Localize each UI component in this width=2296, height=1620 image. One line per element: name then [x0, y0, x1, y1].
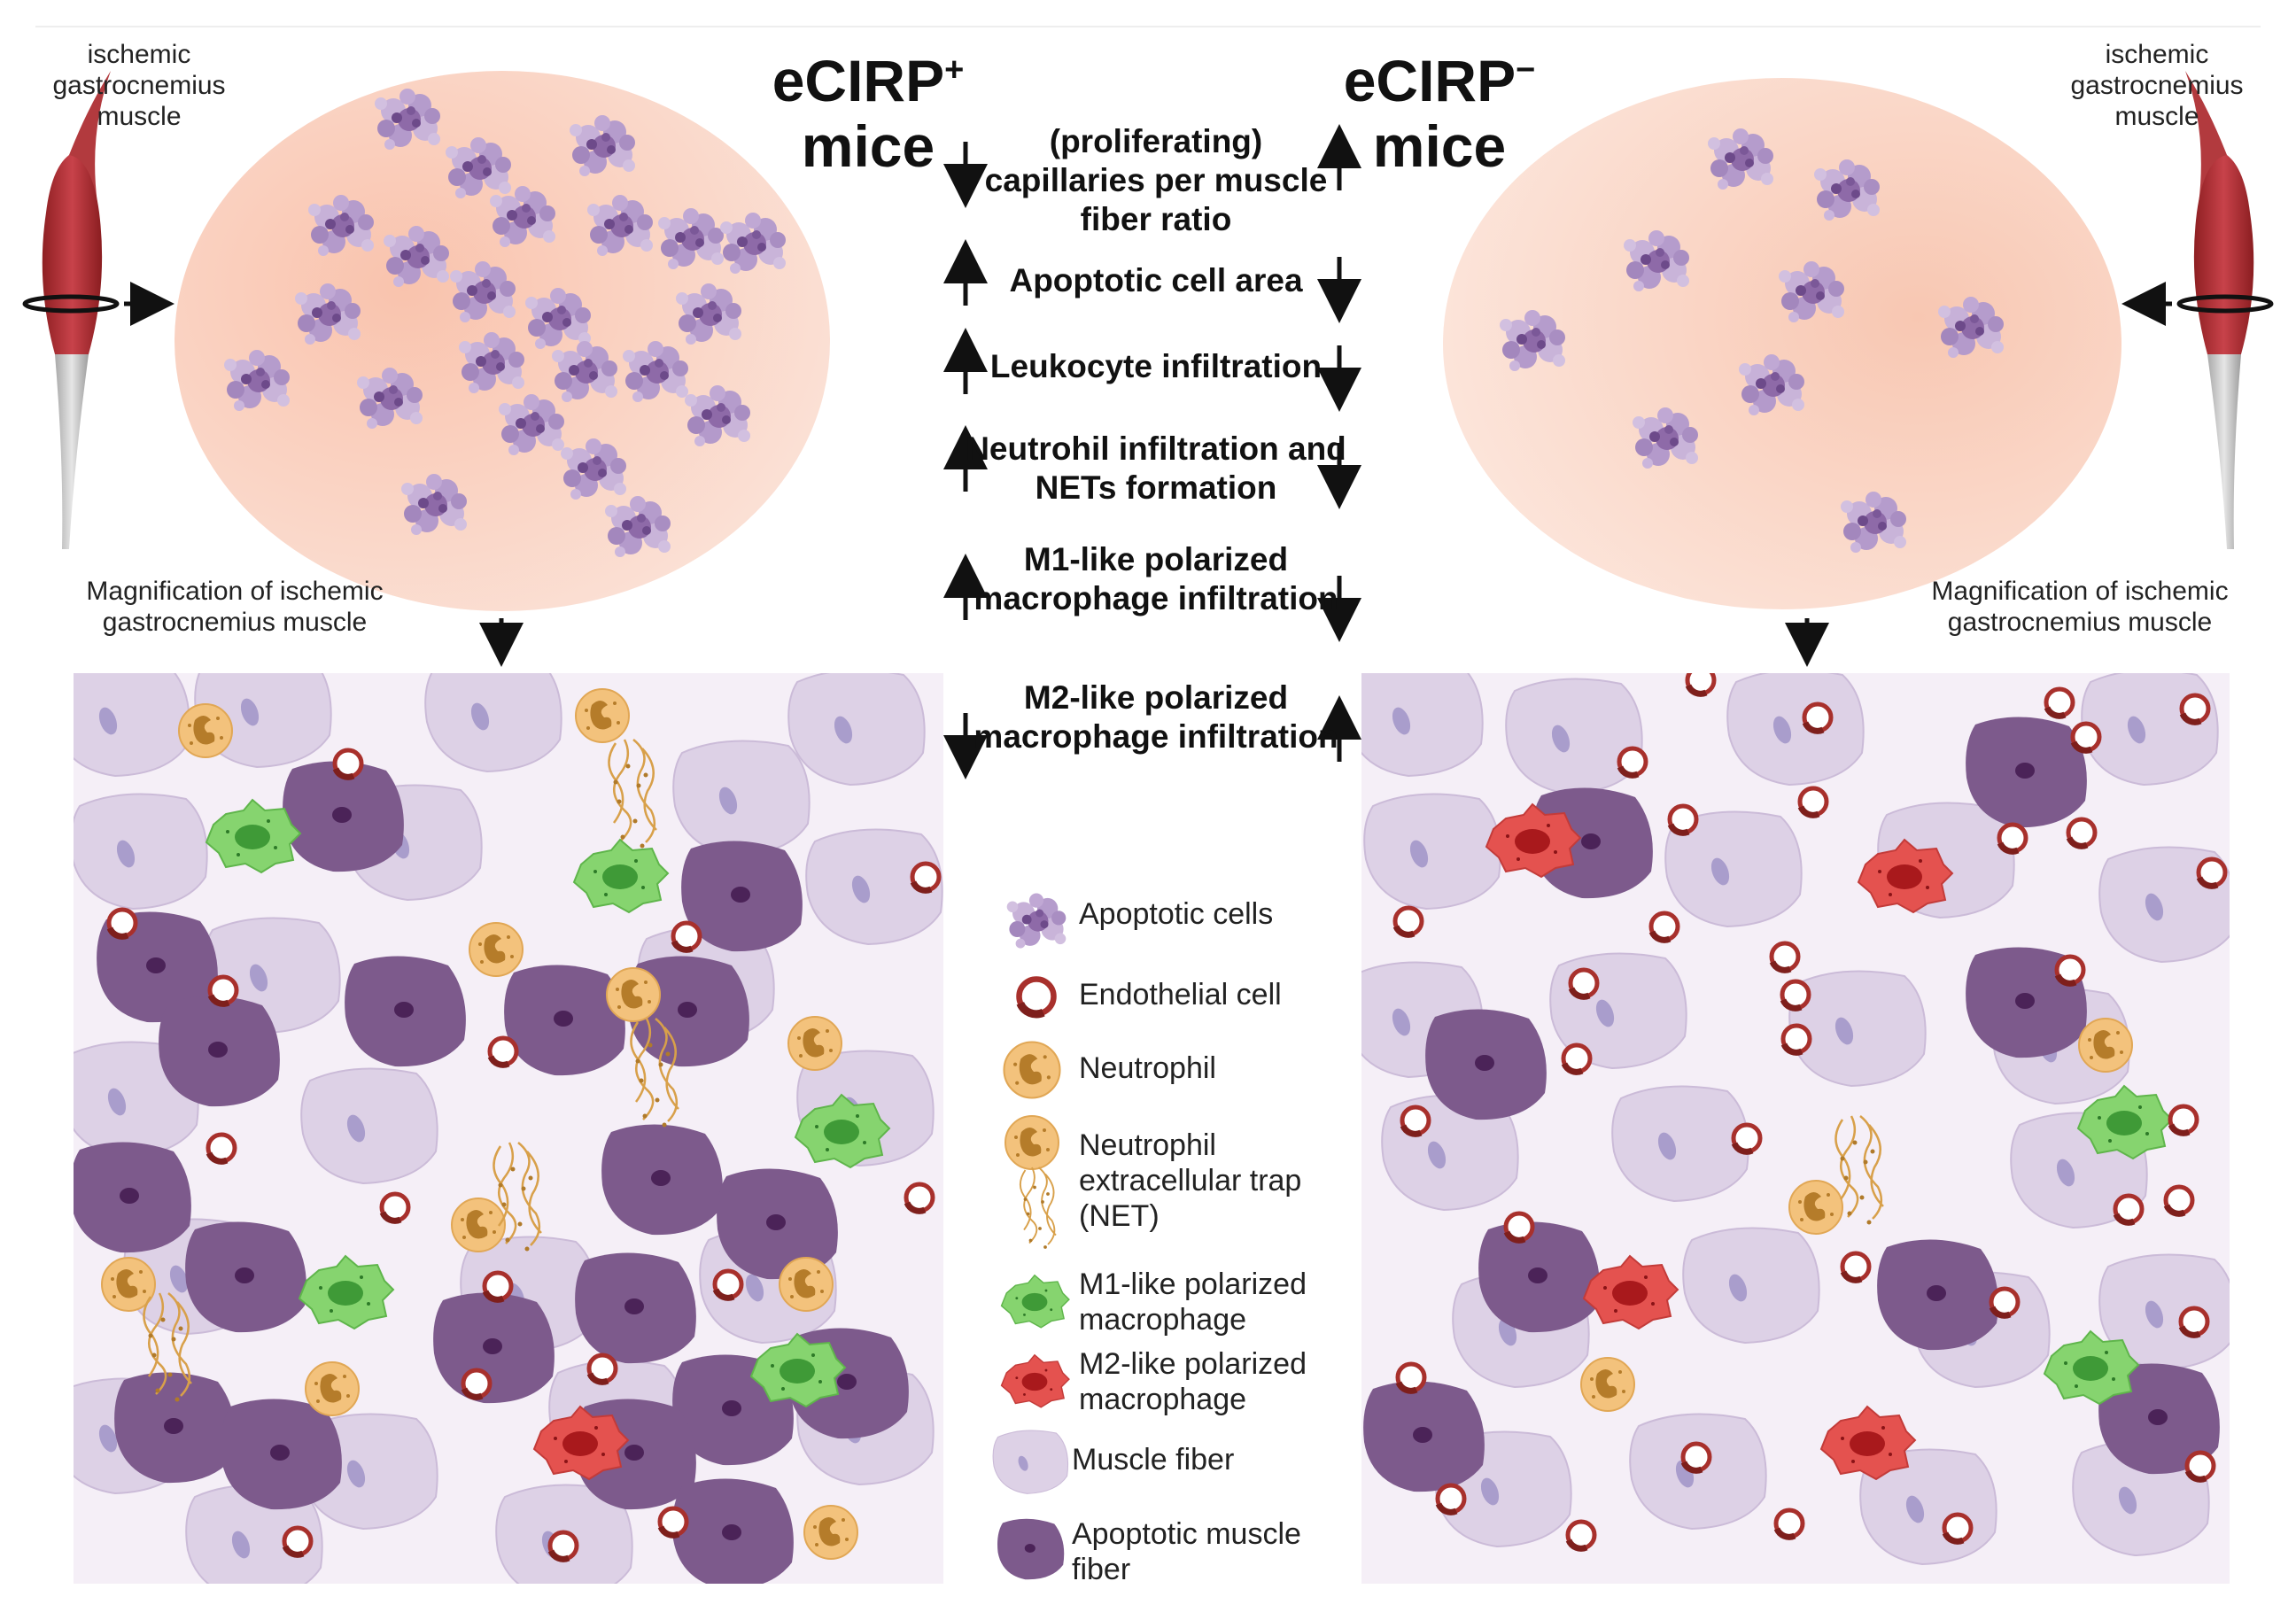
- legend-m1: M1-like polarized macrophage: [1079, 1267, 1307, 1337]
- left-group-title: eCIRP+ mice: [726, 37, 1010, 179]
- legend-m2: M2-like polarized macrophage: [1079, 1347, 1307, 1416]
- left-title-sub: mice: [801, 113, 935, 179]
- effect-m1: M1-like polarized macrophage infiltratio…: [973, 541, 1338, 616]
- right-group-title: eCIRP− mice: [1298, 37, 1581, 179]
- legend-apoptotic-muscle-fiber: Apoptotic muscle fiber: [1072, 1517, 1301, 1586]
- legend-icons: [992, 893, 1070, 1580]
- right-muscle-section-oval: [1443, 78, 2121, 609]
- effect-neutrophil-nets: Neutrohil infiltration and NETs formatio…: [966, 430, 1346, 506]
- right-tissue-magnification: [1361, 673, 2230, 1584]
- right-title-sup: −: [1516, 51, 1536, 89]
- right-magnification-label: Magnification of ischemic gastrocnemius …: [1931, 577, 2229, 637]
- neutrophil-icon: [1003, 1041, 1061, 1099]
- muscle-fiber-icon: [992, 1430, 1069, 1494]
- legend-apoptotic-cells: Apoptotic cells: [1079, 897, 1274, 931]
- legend-endothelial-cell: Endothelial cell: [1079, 978, 1282, 1012]
- apoptotic-muscle-fiber-icon: [997, 1518, 1065, 1580]
- legend-net: Neutrophil extracellular trap (NET): [1079, 1128, 1302, 1233]
- right-gastrocnemius-icon: [2121, 71, 2274, 549]
- net-icon: [1004, 1115, 1059, 1170]
- net-trap-icon: [1019, 1167, 1057, 1250]
- left-title-sup: +: [944, 51, 965, 89]
- left-gastrocnemius-icon: [22, 71, 175, 549]
- right-muscle-label: ischemic gastrocnemius muscle: [2070, 40, 2244, 131]
- legend-neutrophil: Neutrophil: [1079, 1051, 1216, 1085]
- left-magnification-label: Magnification of ischemic gastrocnemius …: [86, 577, 384, 637]
- effect-leukocyte: Leukocyte infiltration: [989, 348, 1323, 384]
- left-title-main: eCIRP: [772, 48, 945, 113]
- effect-apoptotic-area: Apoptotic cell area: [1009, 262, 1303, 298]
- endothelial-cell-icon: [1020, 980, 1054, 1014]
- left-muscle-label: ischemic gastrocnemius muscle: [52, 40, 226, 131]
- right-title-main: eCIRP: [1343, 48, 1516, 113]
- right-title-sub: mice: [1372, 113, 1507, 179]
- effect-m2: M2-like polarized macrophage infiltratio…: [973, 679, 1338, 755]
- effect-capillaries: (proliferating) capillaries per muscle f…: [984, 123, 1328, 237]
- legend-muscle-fiber: Muscle fiber: [1072, 1443, 1235, 1477]
- apoptotic-cells-icon: [1006, 893, 1067, 949]
- effect-arrows: [943, 124, 1361, 779]
- left-tissue-magnification: [74, 673, 943, 1584]
- m1-macrophage-icon: [1000, 1275, 1070, 1329]
- m2-macrophage-icon: [1000, 1354, 1070, 1408]
